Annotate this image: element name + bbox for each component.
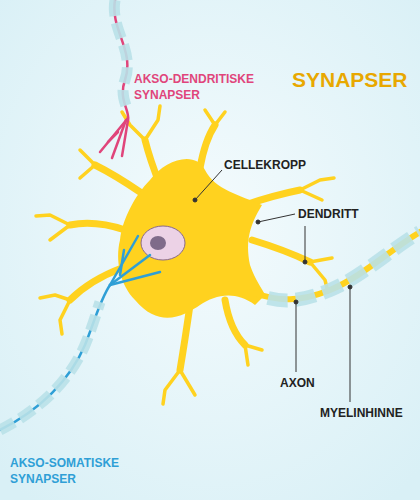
diagram-title: SYNAPSER	[292, 66, 408, 93]
blue-axon	[0, 236, 160, 430]
dendrites	[36, 106, 334, 404]
nucleus	[141, 226, 185, 260]
synapse-label: AKSO-SOMATISKE SYNAPSER	[10, 456, 135, 487]
leader-lines	[193, 170, 352, 402]
axon	[250, 232, 420, 300]
pink-axon	[100, 0, 128, 158]
synapse-label: AKSO-DENDRITISKE SYNAPSER	[134, 72, 264, 103]
part-label: CELLEKROPP	[224, 158, 306, 174]
part-label: MYELINHINNE	[320, 406, 403, 422]
cell-body	[118, 159, 265, 318]
nucleolus	[150, 236, 166, 250]
part-label: DENDRITT	[298, 207, 359, 223]
part-label: AXON	[280, 376, 315, 392]
